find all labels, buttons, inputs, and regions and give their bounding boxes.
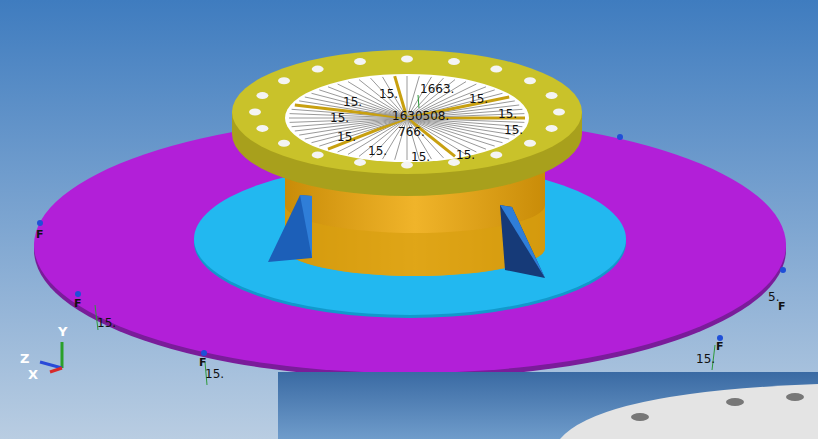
result-value: 15.: [97, 317, 116, 330]
bolt-hole: [249, 109, 261, 116]
force-marker: F: [778, 300, 786, 313]
result-value: 15.: [379, 88, 398, 101]
force-marker: F: [716, 340, 724, 353]
bolt-hole: [401, 56, 413, 63]
load-vectors: [289, 76, 525, 160]
result-value: 15.: [205, 368, 224, 381]
load-vector: [407, 118, 408, 160]
flange-top: [232, 50, 582, 174]
bolt-hole: [278, 140, 290, 147]
gusset-face: [300, 195, 312, 258]
result-value: 15.: [368, 145, 387, 158]
bolt-hole: [448, 58, 460, 65]
result-value: 1663.: [420, 83, 454, 96]
result-value: 15.: [498, 108, 517, 121]
bolt-hole: [354, 159, 366, 166]
result-value: 15.: [411, 151, 430, 164]
bolt-hole: [312, 151, 324, 158]
force-marker: F: [74, 297, 82, 310]
inset-hole: [786, 393, 804, 401]
result-value: 15.: [343, 96, 362, 109]
result-value: 15.: [456, 149, 475, 162]
leader-lines: [95, 95, 715, 385]
gusset: [268, 195, 312, 262]
bolt-hole: [546, 125, 558, 132]
result-value: 15.: [504, 124, 523, 137]
result-value: 15.: [330, 112, 349, 125]
bolt-hole: [354, 58, 366, 65]
force-marker: F: [36, 228, 44, 241]
axis-label: Y: [58, 325, 67, 338]
load-points: [37, 134, 786, 356]
bolt-hole: [490, 66, 502, 73]
bolt-hole: [546, 92, 558, 99]
bolt-hole: [524, 140, 536, 147]
inset-flange: [560, 384, 818, 439]
gusset-face: [500, 205, 545, 278]
gusset: [500, 205, 545, 278]
axis-label: X: [28, 368, 38, 381]
bolt-hole: [524, 77, 536, 84]
bolt-hole: [278, 77, 290, 84]
result-value: 766.: [398, 126, 425, 139]
inset-panel: [278, 372, 818, 439]
bolt-hole: [256, 92, 268, 99]
result-value: 15.: [469, 93, 488, 106]
load-vector: [292, 118, 407, 127]
inset-hole: [631, 413, 649, 421]
axis-label: Z: [20, 352, 29, 365]
result-value: 5.: [768, 291, 779, 304]
bolt-hole: [312, 66, 324, 73]
flange-opening: [285, 74, 529, 162]
force-marker: F: [199, 356, 207, 369]
bolt-holes: [249, 56, 565, 169]
inset-hole: [726, 398, 744, 406]
result-value: 15.: [337, 131, 356, 144]
axis-triad: [40, 342, 62, 372]
bolt-hole: [553, 109, 565, 116]
result-value: 1630508.: [392, 110, 449, 123]
bolt-hole: [490, 151, 502, 158]
bolt-hole: [256, 125, 268, 132]
result-value: 15.: [696, 353, 715, 366]
